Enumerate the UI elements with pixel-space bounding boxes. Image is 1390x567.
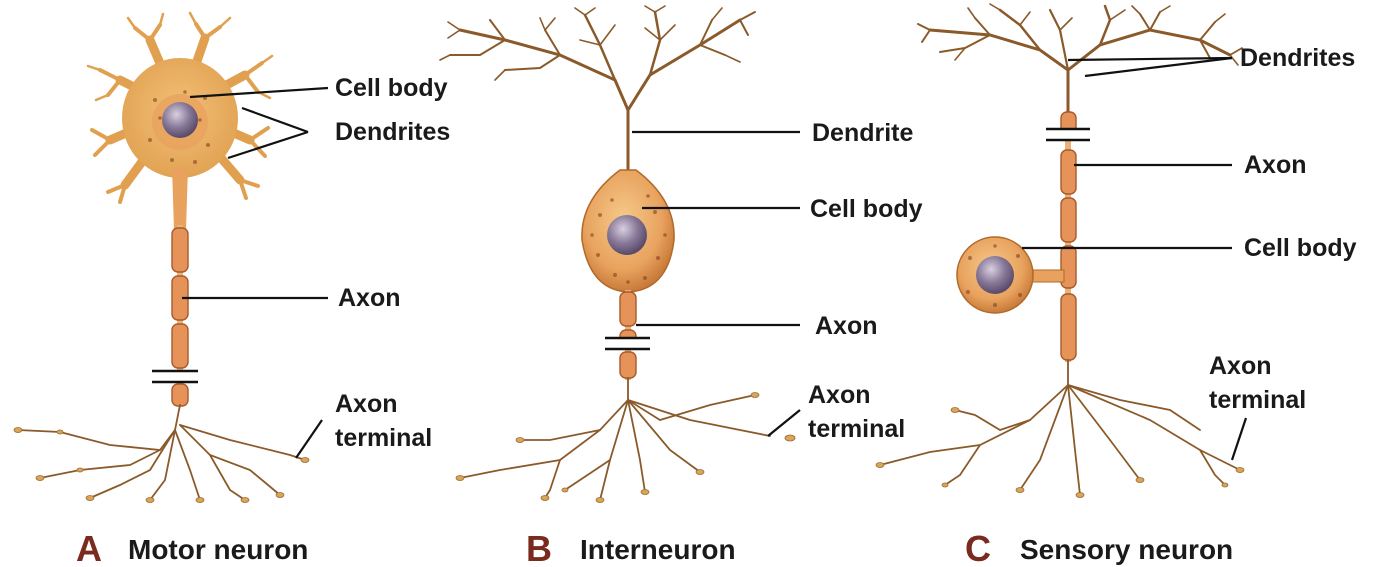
label-dendrite: Dendrite [812, 119, 914, 147]
sensory-neuron-illustration [876, 4, 1244, 498]
panel-letter: B [526, 528, 552, 567]
leader-line [768, 410, 800, 436]
leader-line [1085, 58, 1232, 76]
interneuron-illustration [440, 6, 795, 503]
label-axon: Axon [1244, 151, 1307, 179]
leader-line [296, 420, 322, 458]
label-dendrites: Dendrites [1240, 44, 1355, 72]
panel-caption: Interneuron [580, 534, 736, 565]
panel-interneuron: Dendrite Cell body Axon Axon terminal B … [440, 6, 923, 567]
label-axon-terminal-line2: terminal [808, 415, 905, 443]
label-axon-terminal-line1: Axon [1209, 352, 1272, 380]
label-axon-terminal-line1: Axon [808, 381, 871, 409]
label-cell-body: Cell body [335, 74, 448, 102]
label-axon-terminal-line2: terminal [335, 424, 432, 452]
panel-sensory-neuron: Dendrites Axon Cell body Axon terminal C… [876, 4, 1357, 567]
label-cell-body: Cell body [1244, 234, 1357, 262]
label-axon: Axon [338, 284, 401, 312]
leader-line [1232, 418, 1246, 460]
label-cell-body: Cell body [810, 195, 923, 223]
motor-neuron-illustration [14, 13, 309, 503]
label-dendrites: Dendrites [335, 118, 450, 146]
leader-line [242, 108, 308, 132]
panel-letter: A [76, 528, 102, 567]
leader-line [1068, 58, 1232, 60]
label-axon-terminal-line1: Axon [335, 390, 398, 418]
panel-letter: C [965, 528, 991, 567]
label-axon: Axon [815, 312, 878, 340]
label-axon-terminal-line2: terminal [1209, 386, 1306, 414]
panel-caption: Sensory neuron [1020, 534, 1233, 565]
panel-caption: Motor neuron [128, 534, 308, 565]
panel-motor-neuron: Cell body Dendrites Axon Axon terminal A… [14, 13, 450, 567]
